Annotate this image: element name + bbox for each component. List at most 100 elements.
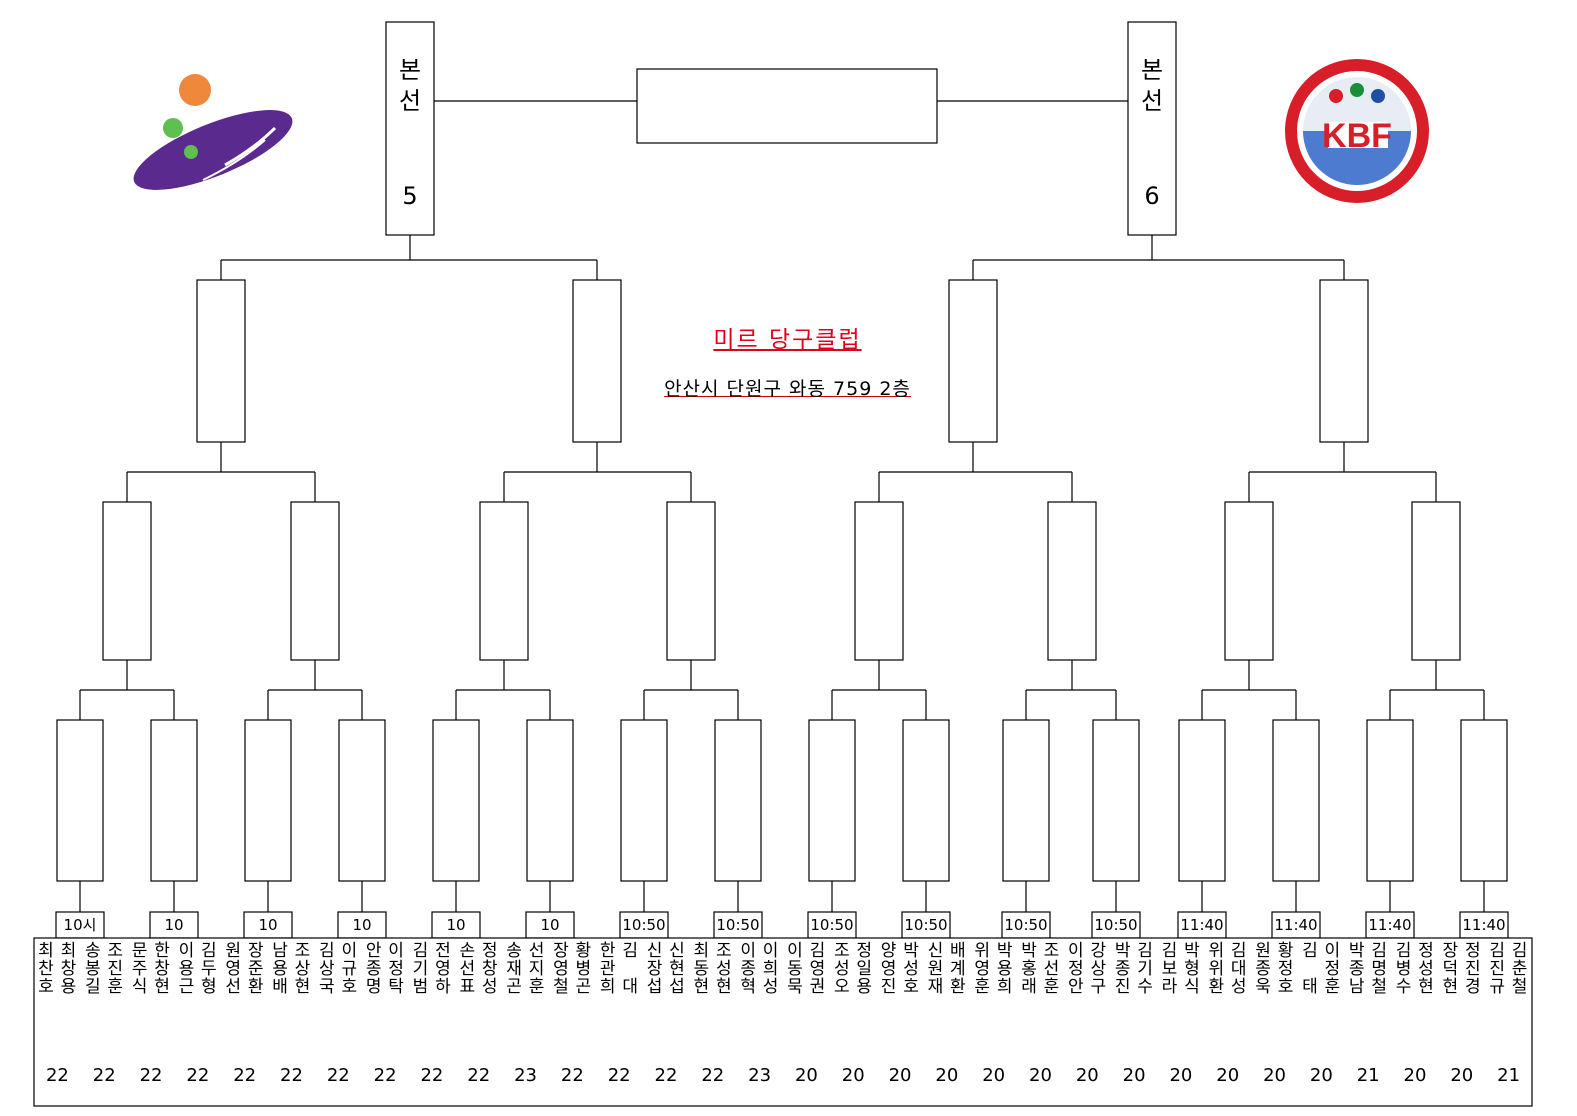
- finalist-left-char-1: 본: [398, 56, 422, 84]
- match-box-r16: [1178, 719, 1226, 882]
- time-label: 10: [446, 916, 466, 934]
- match-box-r16: [338, 719, 386, 882]
- match-box-r16: [902, 719, 950, 882]
- finalist-right-number: 6: [1144, 182, 1160, 210]
- match-box-qf: [290, 501, 340, 661]
- match-box-qf: [854, 501, 904, 661]
- finalist-right-char-1: 본: [1140, 56, 1164, 84]
- player-handicap: 22: [45, 1065, 69, 1086]
- finalist-left-char-2: 선: [398, 87, 422, 115]
- player-handicap: 22: [139, 1065, 163, 1086]
- match-box-r16: [432, 719, 480, 882]
- time-label: 10: [258, 916, 278, 934]
- time-box: [1091, 911, 1141, 939]
- player-handicap: 22: [326, 1065, 350, 1086]
- player-handicap: 22: [280, 1065, 303, 1086]
- player-handicap: 20: [1216, 1065, 1240, 1086]
- time-label: 10:50: [904, 916, 948, 934]
- player-handicap: 20: [794, 1065, 818, 1086]
- time-box: [619, 911, 669, 939]
- time-box: [525, 911, 575, 939]
- match-box-qf: [666, 501, 716, 661]
- time-box: [431, 911, 481, 939]
- player-handicap: 21: [1356, 1065, 1380, 1086]
- finalist-box: [1127, 21, 1177, 236]
- swoosh-icon: [133, 110, 293, 190]
- player-handicap: 22: [607, 1065, 631, 1086]
- player-handicap: 22: [186, 1065, 210, 1086]
- player-handicap: 21: [1497, 1065, 1521, 1086]
- match-box-r16: [1002, 719, 1050, 882]
- match-box-r16: [808, 719, 856, 882]
- logo-right: KBF: [1285, 59, 1429, 203]
- match-box-qf: [1224, 501, 1274, 661]
- finalist-left-number: 5: [402, 182, 418, 210]
- time-box: [149, 911, 199, 939]
- time-box: [1459, 911, 1509, 939]
- player-handicap: 20: [1029, 1065, 1052, 1086]
- time-label: 10: [164, 916, 184, 934]
- logo-left: [133, 74, 293, 190]
- match-box-sf: [572, 279, 622, 443]
- time-box: [55, 911, 105, 939]
- finalist-left: 본 선: [386, 55, 434, 117]
- player-handicap: 20: [1309, 1065, 1333, 1086]
- player-handicap: 20: [1122, 1065, 1146, 1086]
- player-handicap: 20: [1169, 1065, 1193, 1086]
- match-box-r16: [1460, 719, 1508, 882]
- player-handicap: 20: [982, 1065, 1006, 1086]
- time-box: [1001, 911, 1051, 939]
- time-label: 10:50: [622, 916, 666, 934]
- orange-dot-icon: [179, 74, 211, 106]
- time-label: 10:50: [1094, 916, 1138, 934]
- match-box-sf: [196, 279, 246, 443]
- time-box: [901, 911, 951, 939]
- player-handicap: 22: [467, 1065, 491, 1086]
- player-name: 김 태: [1302, 941, 1318, 997]
- match-box-r16: [150, 719, 198, 882]
- finalist-box: [385, 21, 435, 236]
- club-address: 안산시 단원구 와동 759 2층: [664, 378, 911, 400]
- match-box-qf: [1411, 501, 1461, 661]
- player-handicap: 20: [841, 1065, 865, 1086]
- green-dot-icon: [163, 118, 183, 138]
- match-box-r16: [56, 719, 104, 882]
- player-handicap: 22: [654, 1065, 678, 1086]
